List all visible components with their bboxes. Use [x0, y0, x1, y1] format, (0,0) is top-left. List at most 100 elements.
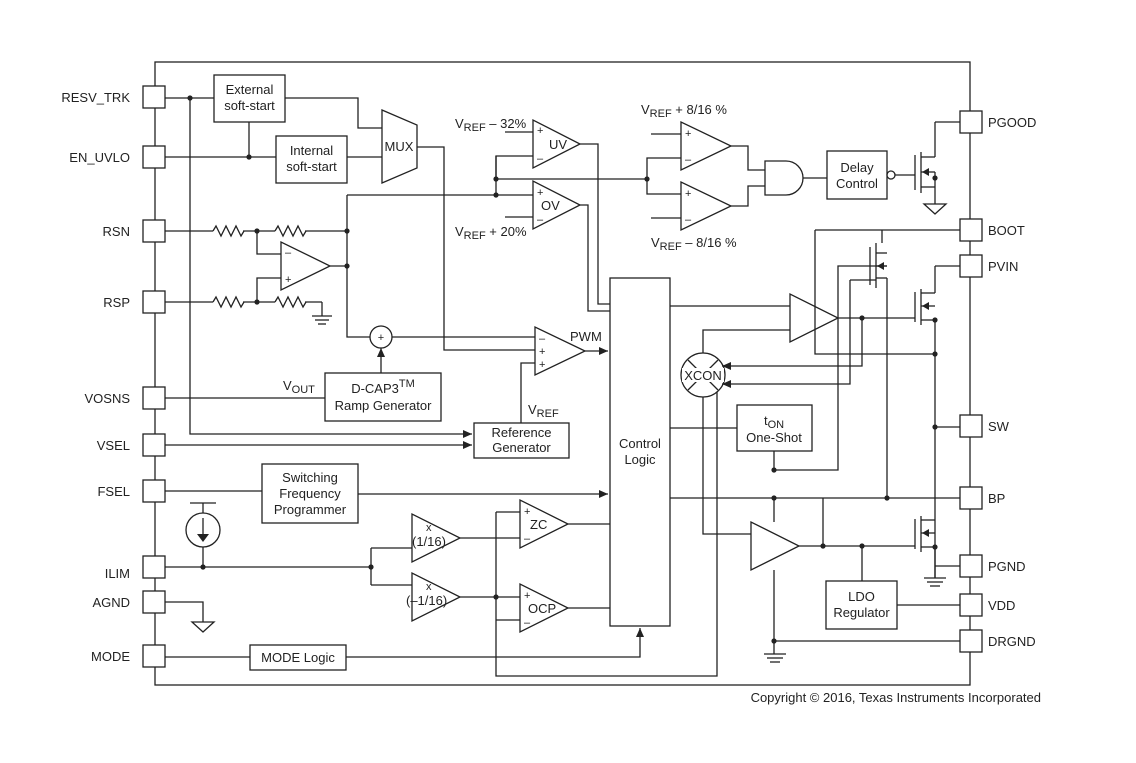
- mosfets: [869, 121, 960, 578]
- zc-plus: +: [524, 506, 530, 518]
- amplifiers: + – UV + – OV + – + – – + – + + PWM x (1…: [280, 118, 840, 634]
- mux-label: MUX: [385, 139, 414, 154]
- delay-control-block: [826, 150, 888, 200]
- pgood-lower-comparator: [680, 180, 733, 232]
- pwm-plus2: +: [539, 359, 545, 371]
- pwm-label: PWM: [570, 329, 602, 344]
- pin-label-ilim: ILIM: [105, 566, 130, 581]
- pin-en-uvlo: [142, 145, 166, 169]
- right-pins: PGOOD BOOT PVIN SW BP PGND VDD DRGND: [959, 110, 1036, 653]
- ldo-line1: LDO: [848, 589, 875, 604]
- swf-line1: Switching: [282, 470, 338, 485]
- pin-vsel: [142, 433, 166, 457]
- ground-pgnd: [924, 577, 946, 587]
- gain-positive-amp: [411, 512, 462, 564]
- pin-label-agnd: AGND: [92, 595, 130, 610]
- pwm-comparator: [534, 325, 587, 377]
- copyright-note: Copyright © 2016, Texas Instruments Inco…: [751, 690, 1041, 705]
- control-line1: Control: [619, 436, 661, 451]
- left-pins: RESV_TRK EN_UVLO RSN RSP VOSNS VSEL FSEL…: [61, 85, 166, 668]
- vref-ov-label: VREF + 20%: [455, 224, 527, 242]
- ov-minus: –: [537, 214, 544, 226]
- pin-label-vosns: VOSNS: [84, 391, 130, 406]
- pin-rsp: [142, 290, 166, 314]
- vref-pg-lo-label: VREF – 8/16 %: [651, 235, 737, 253]
- control-line2: Logic: [624, 452, 656, 467]
- ramp-line2: Ramp Generator: [335, 398, 432, 413]
- uv-minus: –: [537, 153, 544, 165]
- pin-label-rsn: RSN: [103, 224, 130, 239]
- zc-minus: –: [524, 533, 531, 545]
- mux-block: [381, 109, 418, 184]
- delay-line1: Delay: [840, 160, 874, 175]
- resistors: [212, 224, 307, 309]
- pwm-minus: –: [539, 333, 546, 345]
- pin-boot: [959, 218, 983, 242]
- diffamp-minus: –: [285, 247, 292, 259]
- pg-up-minus: –: [685, 154, 692, 166]
- pg-up-plus: +: [685, 128, 691, 140]
- pin-fsel: [142, 479, 166, 503]
- pin-label-en-uvlo: EN_UVLO: [69, 150, 130, 165]
- pin-drgnd: [959, 629, 983, 653]
- pin-sw: [959, 414, 983, 438]
- gain-pos-x: x: [426, 522, 432, 534]
- pin-bp: [959, 486, 983, 510]
- pin-label-pvin: PVIN: [988, 259, 1018, 274]
- pin-agnd: [142, 590, 166, 614]
- ocp-plus: +: [524, 590, 530, 602]
- low-side-driver: [750, 520, 801, 572]
- pin-label-sw: SW: [988, 419, 1010, 434]
- ton-line1: tON: [764, 413, 784, 431]
- vout-label: VOUT: [283, 378, 315, 396]
- current-source: [185, 502, 221, 567]
- differential-amplifier: [280, 240, 332, 292]
- ov-plus: +: [537, 187, 543, 199]
- pin-mode: [142, 644, 166, 668]
- ground-rsp: [312, 302, 332, 325]
- pin-pgnd: [959, 554, 983, 578]
- ext-ss-line2: soft-start: [224, 98, 275, 113]
- vref-uv-label: VREF – 32%: [455, 116, 527, 134]
- resistor-rsn-in: [212, 224, 245, 238]
- ocp-minus: –: [524, 617, 531, 629]
- pin-label-pgood: PGOOD: [988, 115, 1036, 130]
- ocp-label: OCP: [528, 601, 556, 616]
- blocks: External soft-start Internal soft-start …: [213, 74, 898, 671]
- pg-lo-minus: –: [685, 214, 692, 226]
- pin-vosns: [142, 386, 166, 410]
- int-ss-line1: Internal: [290, 143, 333, 158]
- bootstrap-switch: [869, 230, 888, 500]
- ov-label: OV: [541, 198, 560, 213]
- ref-line2: Generator: [492, 440, 551, 455]
- ramp-generator-block: [324, 372, 442, 422]
- pin-ilim: [142, 555, 166, 579]
- gain-pos-value: (1/16): [412, 534, 446, 549]
- xcon-label-bg: [682, 368, 724, 382]
- pg-lo-plus: +: [685, 188, 691, 200]
- pin-label-boot: BOOT: [988, 223, 1025, 238]
- pgood-mosfet: [895, 121, 960, 215]
- pin-resv-trk: [142, 85, 166, 109]
- ground-agnd: [190, 621, 216, 633]
- vref-pg-hi-label: VREF + 8/16 %: [641, 102, 727, 120]
- signal-labels: VREF – 32% VREF + 20% VREF + 8/16 % VREF…: [283, 102, 737, 420]
- uv-comparator: [532, 118, 582, 170]
- ext-ss-line1: External: [226, 82, 274, 97]
- mode-logic-label: MODE Logic: [261, 650, 335, 665]
- high-side-fet: [914, 265, 960, 325]
- delay-line2: Control: [836, 176, 878, 191]
- pin-rsn: [142, 219, 166, 243]
- pgood-upper-comparator: [680, 120, 733, 172]
- pin-label-rsp: RSP: [103, 295, 130, 310]
- int-ss-line2: soft-start: [286, 159, 337, 174]
- zc-comparator: [519, 498, 570, 550]
- pin-label-mode: MODE: [91, 649, 130, 664]
- resistor-rsn-fb: [274, 224, 307, 238]
- ton-line2: One-Shot: [746, 430, 802, 445]
- gain-neg-value: (–1/16): [406, 593, 447, 608]
- high-side-driver: [789, 292, 840, 344]
- chip-outline: [154, 61, 971, 686]
- zc-label: ZC: [530, 517, 547, 532]
